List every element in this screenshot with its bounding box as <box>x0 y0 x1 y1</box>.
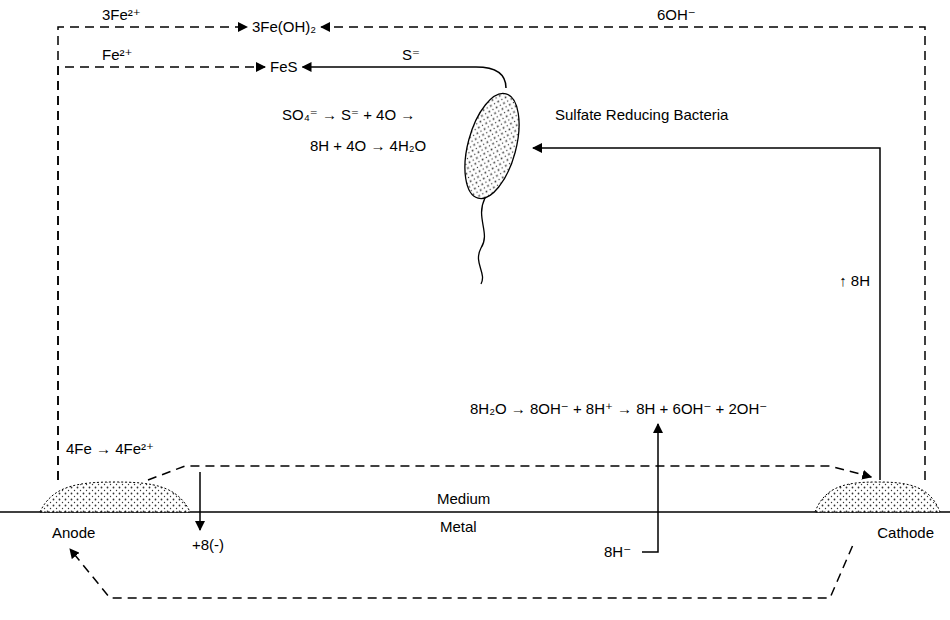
edge-label: 3Fe²⁺ <box>100 6 143 24</box>
flagellum <box>478 198 485 284</box>
bacterium: Sulfate Reducing Bacteria <box>455 88 530 208</box>
dashed-flow-arrow <box>321 27 925 480</box>
hydrogen-arrow <box>642 424 658 552</box>
cathode-site: Cathode <box>815 480 940 546</box>
bacterium-drawing <box>455 88 530 208</box>
electron-arrow <box>199 472 201 530</box>
region-label: Medium <box>437 490 490 508</box>
reaction-equation: 4Fe → 4Fe²⁺ <box>66 440 154 458</box>
dashed-flow-arrow <box>58 67 265 480</box>
electrode-mound <box>815 480 940 512</box>
reaction-equation: 8H + 4O → 4H₂O <box>310 137 426 155</box>
bacterium-body <box>455 88 529 205</box>
organism-label: Sulfate Reducing Bacteria <box>555 106 728 124</box>
dashed-flow-arrow <box>58 27 247 480</box>
reaction-equation: 8H₂O → 8OH⁻ + 8H⁺ → 8H + 6OH⁻ + 2OH⁻ <box>470 400 767 418</box>
electron-label: +8(-) <box>192 536 224 554</box>
hydrogen-label: 8H⁻ <box>604 543 631 561</box>
deposit-shape <box>40 482 190 512</box>
edge-label: S⁼ <box>400 46 422 64</box>
deposit-shape <box>815 482 940 512</box>
anode-site: Anode <box>40 480 190 546</box>
flow-arrow <box>303 67 506 88</box>
dashed-flow-arrow <box>70 546 853 598</box>
compound-label: FeS <box>268 58 300 76</box>
compound-name: FeS <box>270 58 298 76</box>
edge-label: Fe²⁺ <box>100 46 134 64</box>
edge-label: 6OH⁻ <box>655 6 698 24</box>
reaction-equation: SO₄⁼ → S⁼ + 4O → <box>282 106 415 124</box>
compound-name: 3Fe(OH)₂ <box>252 18 316 36</box>
compound-label: 3Fe(OH)₂ <box>250 18 318 36</box>
electrode-label: Anode <box>52 524 184 542</box>
edge-label: ↑ 8H <box>837 272 872 290</box>
region-label: Metal <box>440 518 477 536</box>
electrode-label: Cathode <box>827 524 934 542</box>
dashed-flow-arrow <box>148 466 871 480</box>
electrode-mound <box>40 480 190 512</box>
flow-arrow <box>533 148 880 480</box>
